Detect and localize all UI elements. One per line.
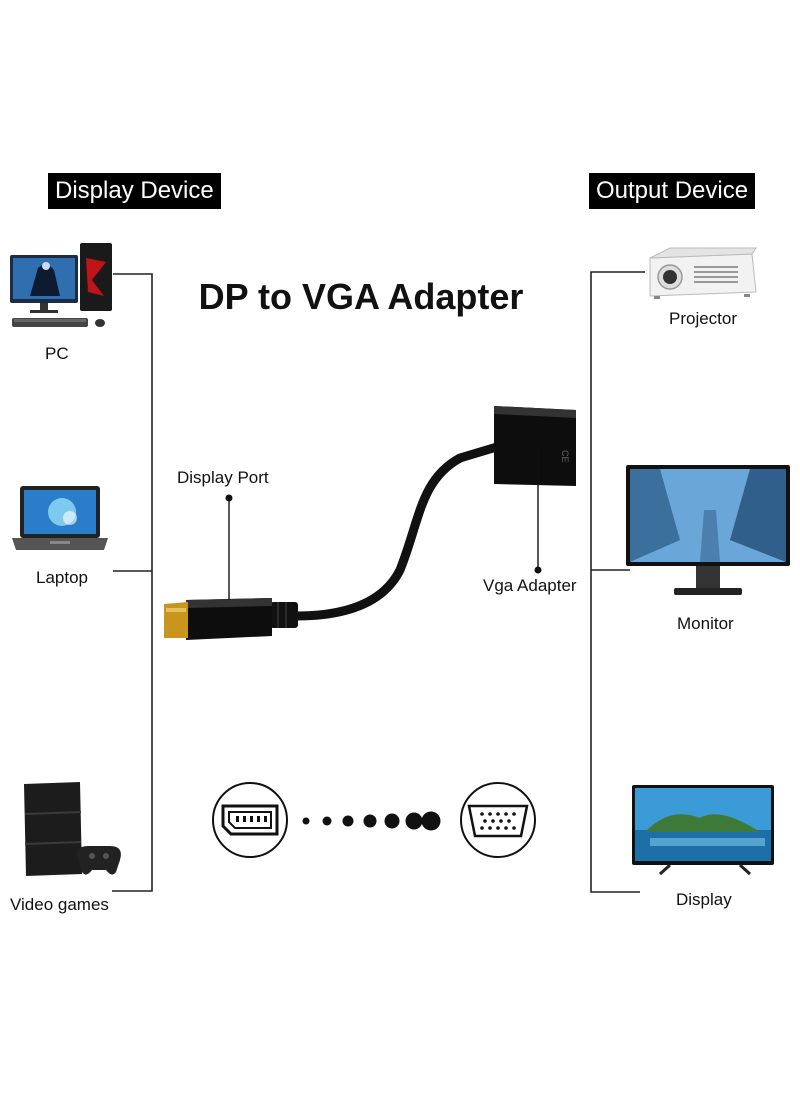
connection-dots [302,811,441,831]
display-port-callout: Display Port [177,468,269,487]
dp-to-vga-cable: CE [164,406,576,640]
vga-adapter-callout: Vga Adapter [483,576,577,595]
monitor-label: Monitor [677,614,734,633]
display-port-callout-dot [225,494,233,502]
monitor-icon [626,465,790,595]
game-console-icon [24,782,121,876]
video-games-label: Video games [10,895,109,914]
display-device-header: Display Device [48,173,221,209]
page-title: DP to VGA Adapter [198,276,524,317]
laptop-label: Laptop [36,568,88,587]
displayport-port-icon [212,782,288,858]
left-connector-lines [112,273,153,892]
laptop-icon [12,486,108,550]
right-connector-lines [590,271,645,893]
projector-label: Projector [669,309,738,328]
projector-icon [649,247,757,299]
svg-text:CE: CE [560,450,570,463]
pc-icon [10,243,112,327]
vga-port-icon [460,782,536,858]
display-label: Display [676,890,732,909]
pc-label: PC [45,344,69,363]
callout-lines [228,446,539,600]
tv-icon [632,785,774,876]
output-device-header: Output Device [589,173,756,209]
vga-callout-dot [534,566,542,574]
